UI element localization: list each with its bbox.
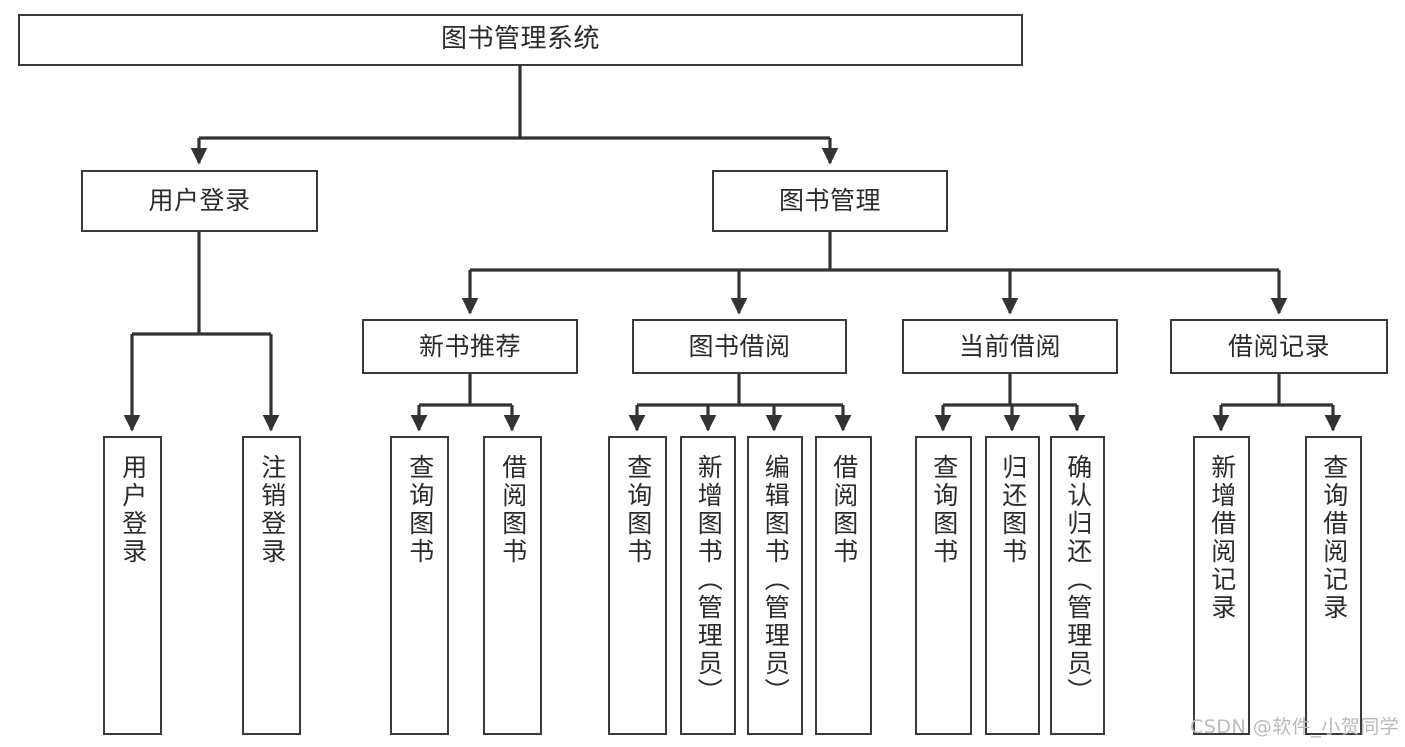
node-book-management[interactable]: 图书管理 — [712, 170, 948, 232]
leaf-bb-borrow-book-label: 借阅图书 — [829, 454, 859, 566]
node-book-management-label: 图书管理 — [778, 186, 881, 215]
leaf-br-add-record[interactable]: 新增借阅记录 — [1193, 436, 1250, 735]
node-root-label: 图书管理系统 — [440, 24, 600, 55]
node-current-borrow[interactable]: 当前借阅 — [902, 319, 1118, 374]
node-user-login[interactable]: 用户登录 — [81, 170, 318, 232]
leaf-cb-return-book[interactable]: 归还图书 — [985, 436, 1040, 735]
node-root[interactable]: 图书管理系统 — [18, 14, 1023, 66]
node-user-login-label: 用户登录 — [148, 186, 251, 215]
leaf-cb-query-book[interactable]: 查询图书 — [915, 436, 972, 735]
leaf-cb-confirm-return[interactable]: 确认归还（管理员） — [1050, 436, 1105, 735]
leaf-bb-query-book[interactable]: 查询图书 — [608, 436, 667, 735]
leaf-logout[interactable]: 注销登录 — [242, 436, 301, 735]
leaf-nb-borrow-book-label: 借阅图书 — [498, 454, 528, 566]
leaf-bb-add-book[interactable]: 新增图书（管理员） — [680, 436, 736, 735]
leaf-cb-confirm-return-label: 确认归还（管理员） — [1063, 454, 1093, 706]
leaf-br-query-record-label: 查询借阅记录 — [1319, 454, 1349, 622]
leaf-cb-query-book-label: 查询图书 — [929, 454, 959, 566]
leaf-br-add-record-label: 新增借阅记录 — [1207, 454, 1237, 622]
leaf-user-login-label: 用户登录 — [118, 454, 148, 566]
leaf-bb-edit-book-label: 编辑图书（管理员） — [761, 454, 791, 706]
node-book-borrow[interactable]: 图书借阅 — [632, 319, 847, 374]
node-new-book-recommend[interactable]: 新书推荐 — [362, 319, 578, 374]
leaf-bb-borrow-book[interactable]: 借阅图书 — [815, 436, 872, 735]
node-current-borrow-label: 当前借阅 — [958, 331, 1061, 361]
leaf-nb-query-book-label: 查询图书 — [405, 454, 435, 566]
leaf-bb-query-book-label: 查询图书 — [623, 454, 653, 566]
leaf-cb-return-book-label: 归还图书 — [998, 454, 1028, 566]
leaf-bb-edit-book[interactable]: 编辑图书（管理员） — [747, 436, 803, 735]
leaf-user-login[interactable]: 用户登录 — [103, 436, 162, 735]
node-borrow-record[interactable]: 借阅记录 — [1170, 319, 1388, 374]
csdn-watermark: CSDN @软件_小贺同学 — [1190, 716, 1400, 738]
leaf-bb-add-book-label: 新增图书（管理员） — [694, 454, 724, 706]
leaf-br-query-record[interactable]: 查询借阅记录 — [1305, 436, 1362, 735]
node-borrow-record-label: 借阅记录 — [1227, 331, 1330, 361]
node-book-borrow-label: 图书借阅 — [688, 331, 791, 361]
leaf-logout-label: 注销登录 — [257, 454, 287, 566]
leaf-nb-query-book[interactable]: 查询图书 — [390, 436, 449, 735]
node-new-book-recommend-label: 新书推荐 — [418, 331, 521, 361]
leaf-nb-borrow-book[interactable]: 借阅图书 — [483, 436, 542, 735]
